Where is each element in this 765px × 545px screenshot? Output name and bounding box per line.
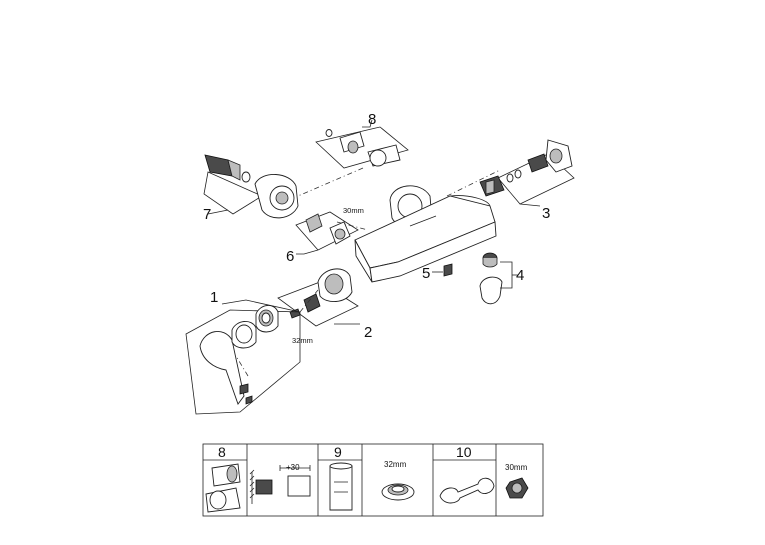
lever-handle-icon xyxy=(199,331,245,405)
callout-5: 5 xyxy=(422,265,430,282)
group-8-extension-set: 8 xyxy=(315,111,409,169)
table-col-9: 9 xyxy=(334,444,342,460)
table-dim-30mm: 30mm xyxy=(505,463,528,472)
callout-1: 1 xyxy=(210,289,218,306)
tools-table: 8 +30 9 32mm 10 30mm xyxy=(202,443,544,517)
o-ring-icon xyxy=(506,173,514,183)
small-washer-icon xyxy=(325,129,333,137)
callout-7: 7 xyxy=(203,206,211,223)
table-sleeve-tool-icon xyxy=(329,465,353,511)
callout-6: 6 xyxy=(286,248,294,265)
table-plus30: +30 xyxy=(286,463,300,472)
group-3-diverter: 3 xyxy=(479,139,575,222)
callout-8: 8 xyxy=(368,111,376,128)
callout-4: 4 xyxy=(516,267,524,284)
small-nut-icon xyxy=(305,213,323,233)
table-col-10: 10 xyxy=(456,444,472,460)
dimension-30mm: 30mm xyxy=(343,206,364,215)
cartridge-stem-icon xyxy=(303,293,321,313)
table-col-8: 8 xyxy=(218,444,226,460)
set-screw-icon xyxy=(443,263,453,277)
table-dim-32mm: 32mm xyxy=(384,460,407,469)
table-wrench-icon xyxy=(439,477,495,504)
table-extension-icon xyxy=(287,475,311,497)
aerator-key-icon xyxy=(479,276,503,305)
tools-table-frame xyxy=(202,443,544,517)
group-2-cartridge: 2 xyxy=(277,268,372,341)
faucet-main-body xyxy=(354,185,497,283)
group-5-screw: 5 xyxy=(422,263,453,282)
table-connector-icon xyxy=(255,479,273,495)
group-4-aerator: 4 xyxy=(479,252,524,305)
dimension-32mm: 32mm xyxy=(292,336,313,345)
group-7-connector: 7 xyxy=(203,154,299,223)
connector-washer-icon xyxy=(241,171,251,183)
callout-3: 3 xyxy=(542,205,550,222)
diverter-spindle-icon xyxy=(527,153,549,173)
handle-screw-icon xyxy=(239,383,249,395)
group-1-lever-handle: 32mm 1 xyxy=(185,289,313,415)
group-6-nut: 30mm 6 xyxy=(286,206,364,265)
callout-2: 2 xyxy=(364,324,372,341)
